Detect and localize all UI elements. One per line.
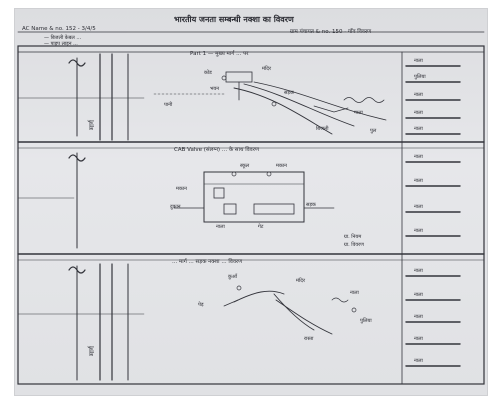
right-label-13: नाला [414, 336, 423, 342]
paper-sheet: भारतीय जनता सम्बन्धी नक्शा का विवरण AC N… [14, 8, 488, 396]
s1-annotation-8: पुल [370, 128, 377, 134]
s2-annotation-4: मकान [276, 163, 287, 169]
right-label-4: नाला [414, 110, 423, 116]
right-label-5: नाला [414, 126, 423, 132]
s1-annotation-1: कोड [204, 70, 212, 76]
s2-annotation-6: नाला [216, 224, 225, 230]
s1-annotation-7: बिजली [316, 126, 329, 132]
right-label-1: नाला [414, 58, 423, 64]
right-label-2: पुलिया [414, 74, 426, 80]
s1-annotation-3: भवन [210, 86, 220, 92]
s2-legend-1: ग्रा. नियम [344, 234, 362, 240]
right-label-14: नाला [414, 358, 423, 364]
s1-annotation-4: पानी [164, 102, 173, 108]
section-3-title: ... मार्ग ... सड़क नक्शा ... विवरण [172, 259, 243, 265]
right-label-7: नाला [414, 178, 423, 184]
s2-annotation-2: दुकान [170, 204, 181, 210]
right-label-6: नाला [414, 154, 423, 160]
s3-annotation-6: पुलिया [360, 318, 372, 324]
s1-annotation-6: नाला [354, 110, 363, 116]
s2-annotation-7: गेट [258, 224, 264, 230]
header-left: AC Name & no. 152 - 3/4/5 [22, 26, 96, 32]
s2-annotation-3: स्कूल [240, 163, 250, 169]
map-drawing [17, 31, 485, 385]
s3-annotation-2: मंदिर [296, 278, 305, 284]
header-note-1: — बिजली केबल ... [44, 35, 82, 41]
s1-annotation-5: सड़क [284, 90, 294, 96]
section-2-title: CAB Valve (संलग्न) ... के साथ विवरण [174, 147, 259, 153]
right-label-12: नाला [414, 314, 423, 320]
right-label-11: नाला [414, 292, 423, 298]
s3-annotation-3: पेड़ [198, 302, 204, 308]
s3-annotation-4: नाला [350, 290, 359, 296]
right-label-3: नाला [414, 92, 423, 98]
vertical-label-1: मार्ग [88, 120, 96, 130]
s2-legend-2: ग्रा. विवरण [344, 242, 364, 248]
section-1-title: Part 1 — मुख्य मार्ग ... पर [190, 51, 249, 57]
vertical-label-2: मार्ग [88, 346, 96, 356]
header-note-2: — पाइप लाइन ... [44, 41, 78, 47]
s1-annotation-2: मंदिर [262, 66, 271, 72]
right-label-10: नाला [414, 268, 423, 274]
right-label-9: नाला [414, 228, 423, 234]
s3-annotation-1: कुआँ [228, 274, 237, 280]
s2-annotation-1: मकान [176, 186, 187, 192]
header-title: भारतीय जनता सम्बन्धी नक्शा का विवरण [174, 15, 294, 24]
s3-annotation-5: रास्ता [304, 336, 314, 342]
right-label-8: नाला [414, 204, 423, 210]
s2-annotation-5: सड़क [306, 202, 316, 208]
